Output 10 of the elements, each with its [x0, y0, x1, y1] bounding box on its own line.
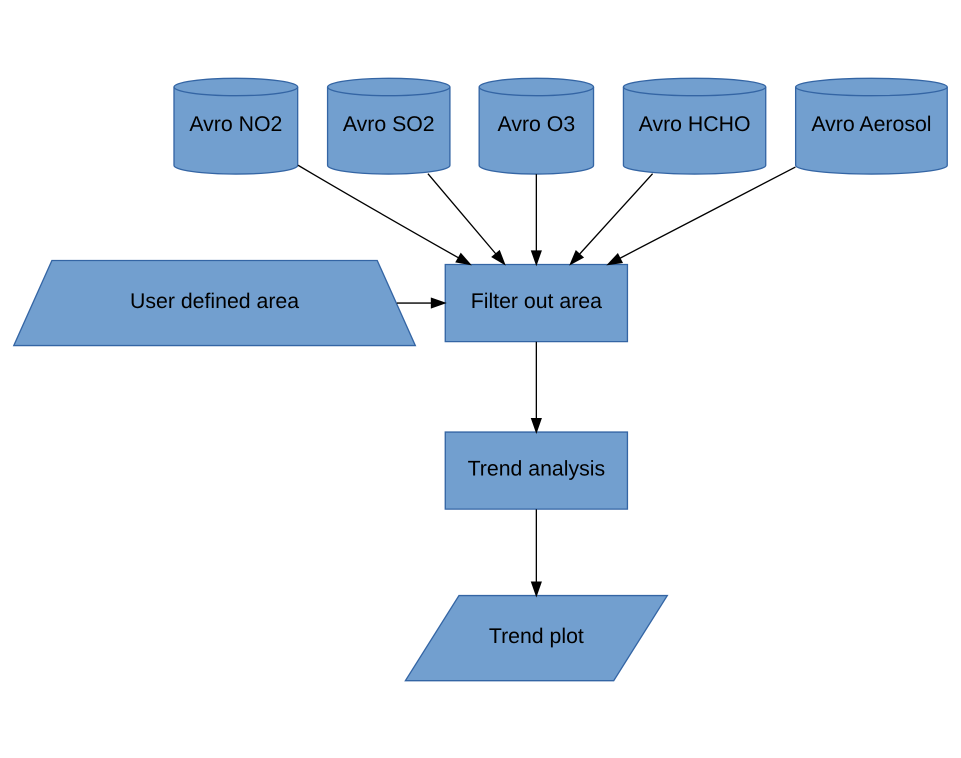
- arrow: [530, 341, 542, 434]
- arrow: [530, 174, 542, 266]
- arrow: [427, 172, 506, 266]
- arrow: [606, 166, 796, 265]
- arrow: [569, 172, 654, 266]
- node-box: Trend analysis: [444, 430, 628, 510]
- node-box: Filter out area: [444, 263, 628, 342]
- arrow: [298, 164, 472, 265]
- arrow: [396, 296, 447, 308]
- arrow: [530, 508, 542, 597]
